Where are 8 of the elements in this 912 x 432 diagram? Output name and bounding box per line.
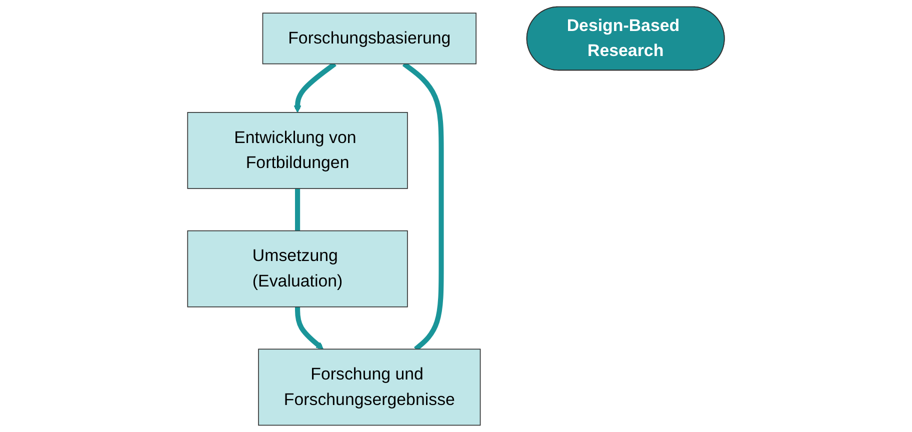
connector [295,188,300,231]
node-box: Umsetzung (Evaluation) [187,230,408,308]
arrow [294,62,336,113]
arrow [295,306,324,350]
node-box: Forschung und Forschungsergebnisse [258,348,481,426]
node-box: Entwicklung von Fortbildungen [187,112,408,189]
node-box: Forschungsbasierung [262,12,476,64]
connector [402,62,444,352]
